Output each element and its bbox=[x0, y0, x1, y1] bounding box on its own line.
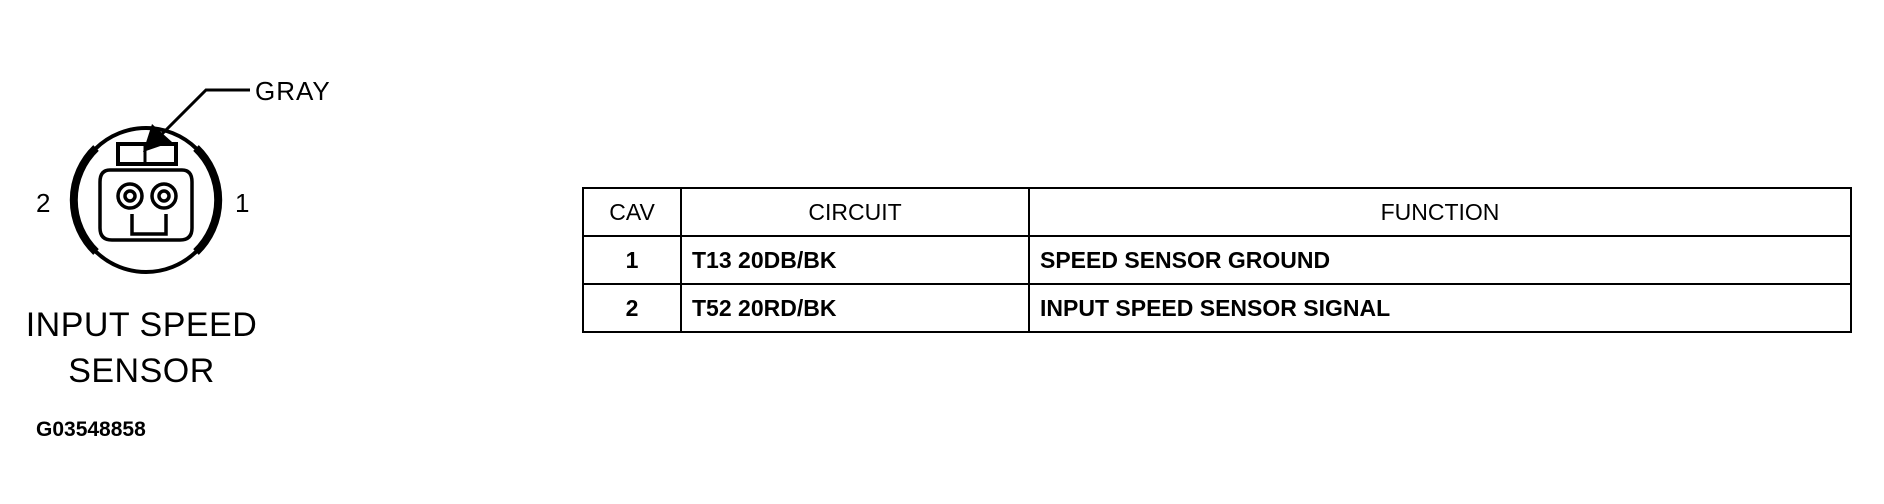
connector-diagram bbox=[69, 88, 250, 274]
header-function: FUNCTION bbox=[1028, 187, 1852, 237]
cavity-1-pin bbox=[157, 189, 171, 203]
table-header-row: CAV CIRCUIT FUNCTION bbox=[582, 187, 1852, 237]
connector-color-label: GRAY bbox=[255, 76, 331, 106]
cav-cell: 1 bbox=[582, 235, 682, 285]
connector-title-line-1: INPUT SPEED bbox=[25, 306, 258, 344]
cavity-2 bbox=[116, 182, 144, 210]
function-cell: INPUT SPEED SENSOR SIGNAL bbox=[1028, 283, 1852, 333]
table-row: 1 T13 20DB/BK SPEED SENSOR GROUND bbox=[582, 235, 1852, 285]
figure-id: G03548858 bbox=[36, 418, 146, 441]
connector-body bbox=[69, 126, 223, 274]
circuit-cell: T13 20DB/BK bbox=[680, 235, 1030, 285]
table-row: 2 T52 20RD/BK INPUT SPEED SENSOR SIGNAL bbox=[582, 283, 1852, 333]
connector-title-line-2: SENSOR bbox=[68, 352, 215, 390]
circuit-cell: T52 20RD/BK bbox=[680, 283, 1030, 333]
cavity-2-pin bbox=[123, 189, 137, 203]
cavity-1 bbox=[150, 182, 178, 210]
function-cell: SPEED SENSOR GROUND bbox=[1028, 235, 1852, 285]
pin-2-label: 2 bbox=[36, 188, 51, 218]
cav-cell: 2 bbox=[582, 283, 682, 333]
pinout-table: CAV CIRCUIT FUNCTION 1 T13 20DB/BK SPEED… bbox=[582, 187, 1852, 333]
color-leader-arrow bbox=[143, 88, 250, 152]
header-circuit: CIRCUIT bbox=[680, 187, 1030, 237]
pin-1-label: 1 bbox=[235, 188, 250, 218]
header-cav: CAV bbox=[582, 187, 682, 237]
terminal-housing bbox=[98, 168, 194, 242]
terminal-cavities bbox=[116, 182, 178, 210]
